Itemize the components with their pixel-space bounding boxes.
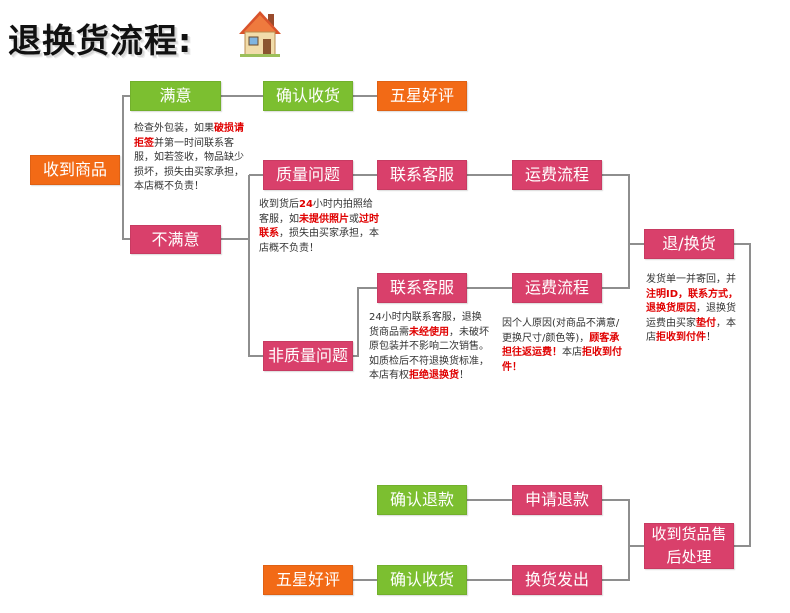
quality-issue-note: 收到货后24小时内拍照给客服，如未提供照片或过时联系，损失由买家承担，本店概不负… [259,198,380,256]
received-goods-box: 收到商品 [30,155,120,185]
note-text: ，本店 [646,317,736,344]
non-quality-issue-box: 非质量问题 [263,341,353,371]
note-emphasis: 垫付 [696,317,716,329]
note-emphasis: 拒收到付件 [656,332,706,343]
note-text: ！ [459,370,469,381]
quality-issue-box: 质量问题 [263,160,353,190]
page-title: 退换货流程: [8,21,193,60]
note-emphasis: 未提供照片 [299,213,349,225]
note-text: 检查外包装，如果 [134,123,214,134]
note-text: 发货单一并寄回，并 [646,274,736,285]
note-emphasis: 注明ID，联系方式，退换货原因 [646,288,739,315]
connector [122,95,130,170]
note-emphasis: 拒绝退换货 [409,370,459,381]
note-text: 本店 [562,347,582,358]
apply-refund-box: 申请退款 [512,485,602,515]
connector [602,546,630,581]
unsatisfied-box: 不满意 [130,225,221,254]
inspection-note: 检查外包装，如果破损请拒签并第一时间联系客服，如若签收，物品缺少损坏，损失由买家… [134,122,252,195]
note-text: ！ [706,332,716,343]
return-instructions-note: 发货单一并寄回，并注明ID，联系方式，退换货原因，退换货运费由买家垫付，本店拒收… [646,273,744,346]
exchange-shipped-box: 换货发出 [512,565,602,595]
note-text: 24小时内联系客服，退换货商品需 [369,312,482,338]
house-icon [239,11,281,57]
note-emphasis: 过时联系 [259,213,379,240]
confirm-refund-box: 确认退款 [377,485,467,515]
five-star-review-box: 五星好评 [263,565,353,595]
shipping-flow-box: 运费流程 [512,160,602,190]
note-emphasis: 破损请拒签 [134,123,244,149]
note-text: 收到货后 [259,199,299,210]
contact-service-box: 联系客服 [377,273,467,303]
note-text: 因个人原因(对商品不满意/更换尺寸/颜色等)， [502,318,620,344]
note-text: 并第一时间联系客服，如若签收，物品缺少损坏，损失由买家承担，本店概不负责！ [134,137,244,193]
contact-service-box: 联系客服 [377,160,467,190]
confirm-receipt-box: 确认收货 [377,565,467,595]
note-text: ，退换货运费由买家 [646,303,736,329]
confirm-receipt-box: 确认收货 [263,81,353,111]
after-sale-box: 收到货品售后处理 [644,523,734,569]
personal-reason-note: 因个人原因(对商品不满意/更换尺寸/颜色等)，顾客承担往返运费！本店拒收到付件！ [502,317,626,375]
note-text: 或 [349,213,359,225]
satisfied-box: 满意 [130,81,221,111]
five-star-review-box: 五星好评 [377,81,467,111]
note-emphasis: 拒收到付件！ [502,347,622,373]
note-emphasis: 未经使用 [409,326,449,338]
note-text: ，未破坏原包装并不影响二次销售。如质检后不符退换货标准，本店有权 [369,326,489,382]
connector [248,175,263,357]
shipping-flow-box: 运费流程 [512,273,602,303]
note-text: ，损失由买家承担，本店概不负责！ [259,228,379,254]
connector [353,287,377,357]
note-text: 小时内拍照给客服，如 [259,199,373,225]
non-quality-note: 24小时内联系客服，退换货商品需未经使用，未破坏原包装并不影响二次销售。如质检后… [369,311,489,384]
note-emphasis: 24 [299,199,313,210]
connector [122,170,130,240]
connector [602,499,644,547]
connector [602,174,630,289]
return-exchange-box: 退/换货 [644,229,734,259]
connector [734,243,751,547]
note-emphasis: 顾客承担往返运费！ [502,332,620,359]
